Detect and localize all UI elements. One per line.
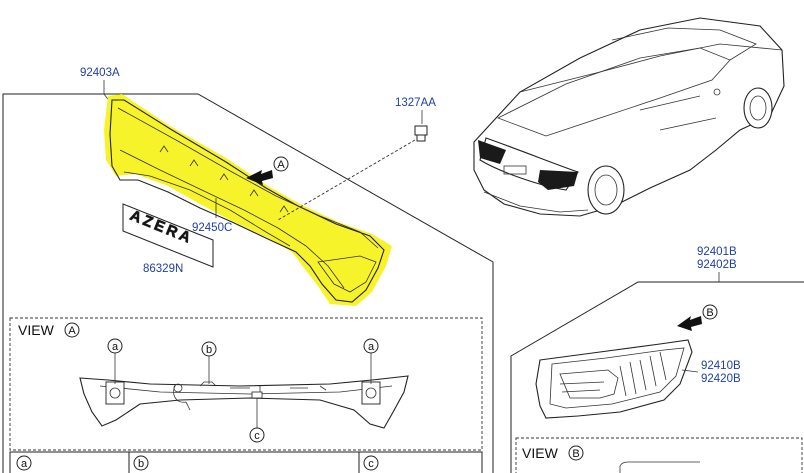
view-a-marker-a-left: a — [112, 341, 119, 353]
view-a-bracket-left-hole — [109, 387, 121, 399]
table-header-a-circle — [16, 455, 32, 471]
view-a-inner-rail — [99, 385, 393, 395]
view-a-letter-circle — [64, 322, 80, 338]
part-number-92403A: 92403A — [80, 67, 120, 79]
part-number-92402B: 92402B — [697, 259, 737, 271]
view-a-bracket-left — [105, 381, 125, 405]
part-number-86329N: 86329N — [143, 263, 183, 275]
part-number-1327AA: 1327AA — [395, 97, 436, 109]
screw-dashed-leader — [277, 139, 416, 221]
garnish-outline — [109, 99, 385, 303]
emblem-azera: AZERA — [122, 203, 214, 268]
part-number-92410B: 92410B — [701, 360, 741, 372]
screw-icon — [414, 125, 428, 142]
view-b-arrow — [677, 316, 702, 331]
view-b-part-edge — [619, 461, 700, 473]
table-header-c-circle — [363, 455, 379, 471]
part-number-92450C: 92450C — [192, 222, 232, 234]
view-a-center-clip — [251, 391, 263, 399]
view-a-marker-c: c — [254, 430, 260, 442]
garnish-lamp-segment — [317, 255, 377, 293]
garnish-inner-line-1 — [117, 107, 379, 249]
garnish-clip-row — [159, 145, 289, 213]
callout-b-circle — [702, 304, 718, 320]
callout-a-letter: A — [277, 159, 285, 171]
view-b-panel — [515, 437, 803, 473]
garnish-inner-line-3 — [123, 171, 291, 247]
view-a-connector — [173, 383, 183, 393]
view-a-wiring-harness — [173, 381, 327, 411]
rear-lamp-assembly — [535, 339, 699, 419]
car-illustration — [473, 17, 785, 217]
table-header-b-circle — [133, 455, 149, 471]
view-a-bracket-right-hole — [365, 387, 377, 399]
table-header-c: c — [368, 458, 374, 470]
view-a-title: VIEW — [18, 322, 55, 338]
table-header-b: b — [138, 458, 144, 470]
table-header-a: a — [21, 458, 28, 470]
car-taillight-left — [478, 140, 506, 164]
view-b-letter-circle — [568, 445, 584, 461]
view-a-arrow — [246, 170, 273, 185]
view-a-letter: A — [68, 325, 76, 337]
callout-b-letter: B — [706, 307, 713, 319]
view-a-bracket-right — [361, 381, 381, 405]
view-a-garnish-back — [79, 375, 409, 429]
callout-a-circle — [273, 156, 289, 172]
garnish-inner-line-2 — [119, 149, 345, 289]
view-a-panel — [9, 317, 483, 451]
component-table — [9, 451, 483, 473]
part-number-92420B: 92420B — [701, 373, 741, 385]
part-number-92401B: 92401B — [697, 246, 737, 258]
car-taillight-right — [538, 170, 578, 190]
garnish-highlight — [104, 94, 392, 306]
view-a-marker-a-right: a — [368, 341, 375, 353]
assembly-frame-right — [510, 281, 804, 473]
view-a-marker-b: b — [206, 344, 212, 356]
assembly-frame-left — [2, 93, 494, 473]
view-b-letter: B — [572, 448, 579, 460]
view-b-title: VIEW — [522, 445, 559, 461]
